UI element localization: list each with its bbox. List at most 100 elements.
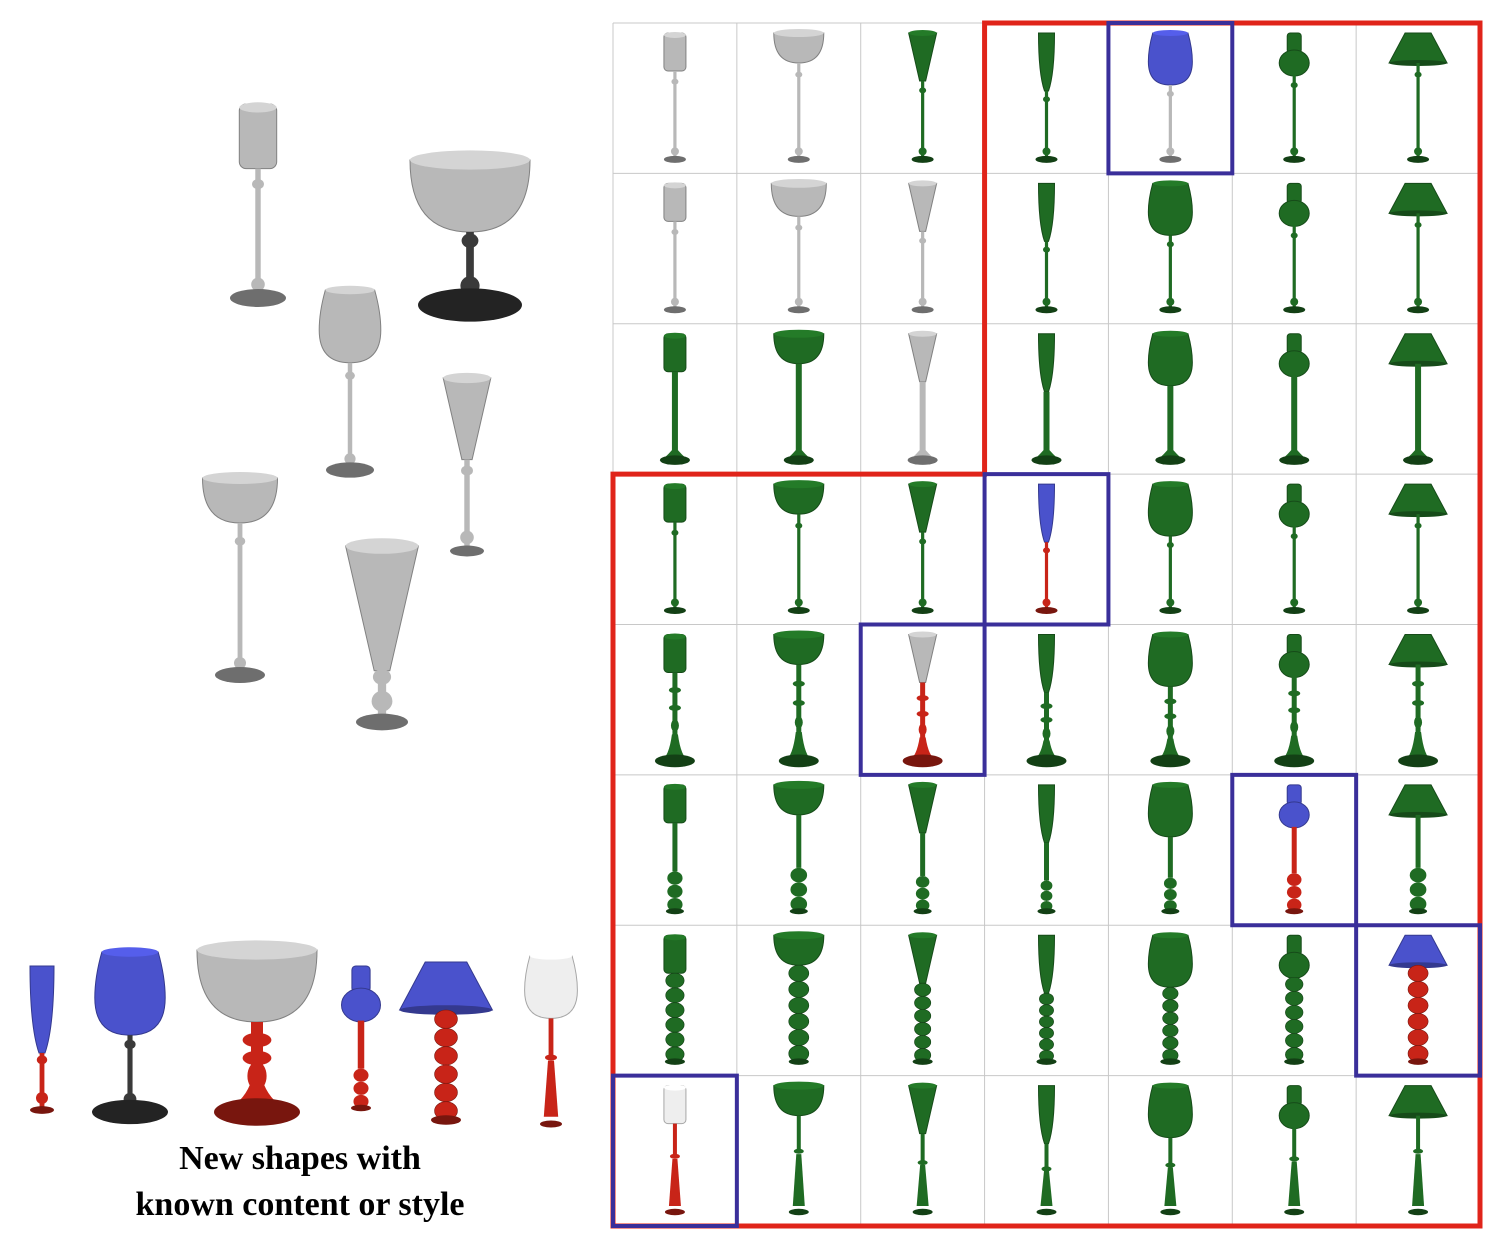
blue-lamp-red-stem xyxy=(398,961,494,1125)
lamp-cup xyxy=(1388,182,1448,217)
caption-line-1: New shapes with xyxy=(179,1140,421,1177)
stem-baluster xyxy=(1160,1137,1181,1216)
stem-thin xyxy=(450,459,484,557)
stem-thin xyxy=(787,63,810,163)
cylinder-cup xyxy=(663,332,687,373)
stem-knotted xyxy=(1398,664,1439,768)
grid-cell-r6-c5 xyxy=(1147,781,1193,915)
bulb-cup xyxy=(1278,483,1310,528)
bowl-cup xyxy=(773,1081,825,1117)
stem-thick xyxy=(783,363,814,465)
stem-beaded xyxy=(1160,986,1181,1065)
stem-thin xyxy=(1283,75,1306,163)
grid-cell-r2-c4 xyxy=(1035,182,1058,314)
grid-cell-r7-c2 xyxy=(773,931,825,1065)
stem-thin xyxy=(326,362,374,478)
grid-cell-r5-c1 xyxy=(654,633,695,768)
stem-beaded xyxy=(1036,992,1057,1065)
bowl-cup xyxy=(770,178,827,217)
grid-cell-r6-c2 xyxy=(773,780,825,915)
lamp-cup xyxy=(1388,1085,1448,1119)
flute-cup xyxy=(1037,1085,1056,1145)
grid-cell-r5-c3 xyxy=(902,631,943,768)
stem-thin xyxy=(1035,241,1058,314)
stem-thick xyxy=(659,371,690,465)
cone-cup xyxy=(908,330,938,383)
new-shape-cell-outline xyxy=(982,472,1111,627)
wine-cup xyxy=(1147,481,1193,537)
grid-cell-r4-c1 xyxy=(663,483,687,615)
stem-baluster xyxy=(540,1018,562,1128)
cylinder-cup xyxy=(663,1084,687,1125)
bowl-cup xyxy=(773,480,825,515)
new-shape-cell-outline xyxy=(611,1073,739,1228)
stem-beaded-base xyxy=(351,1020,371,1112)
cone-cup xyxy=(908,30,938,82)
bowl-cup xyxy=(773,29,825,64)
stem-beaded xyxy=(912,982,933,1065)
stem-thin xyxy=(356,669,408,731)
grid-cell-r8-c7 xyxy=(1388,1085,1448,1216)
grid-cell-r8-c1 xyxy=(663,1084,687,1216)
grid-cell-r3-c2 xyxy=(773,329,825,465)
white-tulip-red-stem xyxy=(524,952,578,1128)
stem-thin xyxy=(1159,85,1182,163)
flute-cup xyxy=(1037,784,1056,844)
stem-thin xyxy=(230,168,286,307)
grid-cell-r3-c3 xyxy=(907,330,938,465)
grid-cell-r2-c6 xyxy=(1278,182,1310,314)
stem-baluster xyxy=(1408,1115,1429,1216)
stem-thin xyxy=(663,71,686,163)
grid-cell-r5-c5 xyxy=(1147,631,1193,768)
grid-cell-r3-c1 xyxy=(659,332,690,465)
stem-baluster xyxy=(664,1123,685,1216)
wine-cup xyxy=(1147,30,1193,86)
bowl-cup xyxy=(773,780,825,816)
gray-cone-red-stem xyxy=(196,940,318,1126)
grid-cell-r1-c7 xyxy=(1388,32,1448,163)
wine-cup xyxy=(94,947,166,1036)
grid-cell-r7-c3 xyxy=(908,932,938,1065)
bowl-cup xyxy=(773,329,825,365)
grid-cell-r4-c7 xyxy=(1388,483,1448,615)
grid-cell-r1-c6 xyxy=(1278,32,1310,163)
wine-cup xyxy=(318,285,382,364)
flute-cup xyxy=(1037,634,1056,693)
stem-thin xyxy=(1283,225,1306,314)
grid-cell-r6-c1 xyxy=(663,783,687,915)
wine-cup xyxy=(1147,1082,1193,1139)
grid-cell-r8-c2 xyxy=(773,1081,825,1216)
lamp-cup xyxy=(1388,634,1448,668)
grid-cell-r1-c3 xyxy=(908,30,938,163)
grid-cell-r7-c5 xyxy=(1147,932,1193,1065)
stem-beaded-base xyxy=(665,822,684,915)
grid-cell-r6-c3 xyxy=(908,781,938,915)
blue-flute-red-stem xyxy=(29,965,55,1114)
wine-cup xyxy=(1147,180,1193,236)
new-shape-cell-outline xyxy=(1106,21,1235,176)
grid-cell-r7-c1 xyxy=(663,934,687,1065)
stem-baluster xyxy=(912,1133,933,1216)
stem-thin xyxy=(92,1035,168,1125)
lamp-cup xyxy=(1388,934,1448,969)
stem-knotted xyxy=(1150,686,1191,768)
lamp-cup xyxy=(1388,784,1448,818)
bulb-cup xyxy=(1278,634,1310,678)
lamp-cup xyxy=(1388,483,1448,518)
grid-cell-r2-c5 xyxy=(1147,180,1193,314)
lamp-cup xyxy=(1388,333,1448,367)
bowl-cup xyxy=(196,940,318,1023)
stem-thin xyxy=(1159,536,1182,615)
stem-beaded-base xyxy=(1285,826,1304,915)
stem-beaded-base xyxy=(1409,814,1428,915)
stem-beaded xyxy=(788,964,810,1065)
new-shape-cell-outline xyxy=(1230,772,1359,928)
stem-beaded-base xyxy=(913,832,932,915)
grid-cell-r5-c7 xyxy=(1388,634,1448,768)
bulb-cup xyxy=(1278,784,1310,829)
new-shapes-row xyxy=(29,940,578,1128)
flute-glass xyxy=(442,372,492,557)
flute-cup xyxy=(1037,333,1056,393)
stem-thin xyxy=(1035,91,1058,163)
